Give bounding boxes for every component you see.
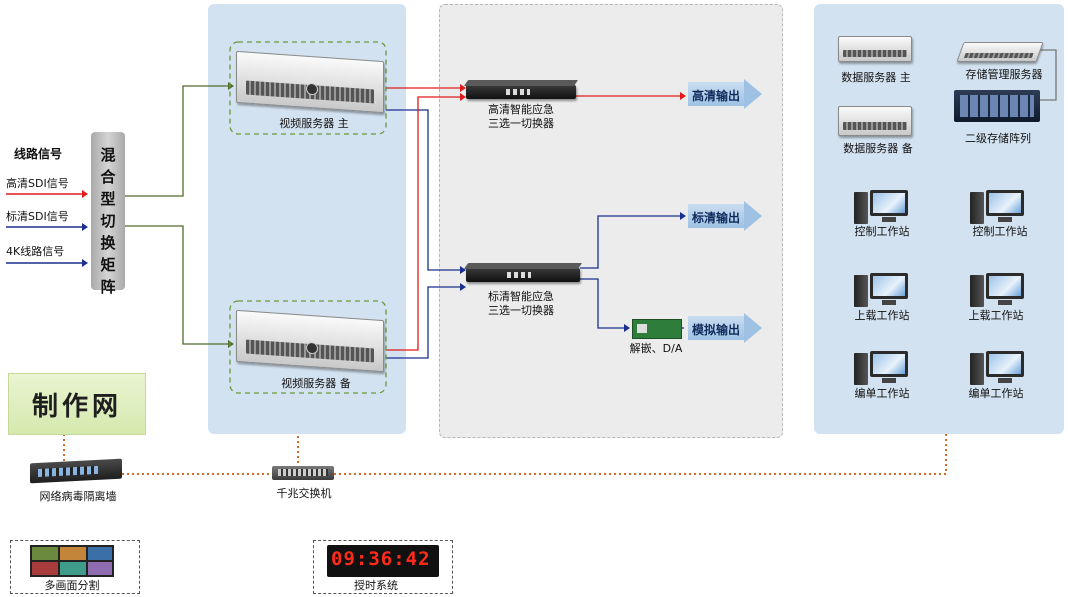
analog-output-arrow: 模拟输出 <box>688 313 762 343</box>
data-server-main-label: 数据服务器 主 <box>841 71 911 84</box>
backup-sd-line <box>386 286 460 359</box>
upload-workstation-1-label: 上载工作站 <box>854 309 910 322</box>
storage-connector <box>1040 49 1057 101</box>
control-workstation-1-label: 控制工作站 <box>854 225 910 238</box>
clock-box <box>313 540 453 594</box>
sd-switcher[interactable] <box>466 268 580 282</box>
backup-hd-line <box>386 96 460 351</box>
video-server-backup[interactable] <box>236 309 384 373</box>
clock-system-label: 授时系统 <box>354 579 398 592</box>
hybrid-matrix[interactable]: 混合型切换矩阵 <box>91 132 125 296</box>
sd-switcher-label-2: 三选一切换器 <box>488 304 554 317</box>
upload-workstation-1[interactable] <box>854 273 910 309</box>
da-converter[interactable] <box>632 319 682 339</box>
upload-workstation-2[interactable] <box>970 273 1026 309</box>
4k-signal-label: 4K线路信号 <box>6 245 65 258</box>
main-sd-line <box>386 109 460 271</box>
edit-workstation-1[interactable] <box>854 351 910 387</box>
da-label: 解嵌、D/A <box>629 342 683 355</box>
hd-output-arrow: 高清输出 <box>688 79 762 109</box>
storage-array-label: 二级存储阵列 <box>965 132 1031 145</box>
edit-workstation-2[interactable] <box>970 351 1026 387</box>
data-server-backup-label: 数据服务器 备 <box>843 142 913 155</box>
data-server-backup[interactable] <box>838 106 912 136</box>
da-line <box>580 278 624 329</box>
gigabit-switch-label: 千兆交换机 <box>276 487 332 500</box>
gigabit-switch[interactable] <box>272 466 334 480</box>
clock-display[interactable]: 09:36:42 <box>327 545 439 577</box>
hd-output-label: 高清输出 <box>692 89 741 103</box>
network-line-right <box>334 434 947 475</box>
multiview-screen[interactable] <box>30 545 114 577</box>
production-network-box[interactable]: 制作网 <box>8 373 146 435</box>
control-workstation-2-label: 控制工作站 <box>972 225 1028 238</box>
video-server-main-label: 视频服务器 主 <box>279 117 349 130</box>
control-workstation-2[interactable] <box>970 190 1026 226</box>
data-server-main[interactable] <box>838 36 912 62</box>
sd-switcher-label-1: 标清智能应急 <box>488 290 554 303</box>
storage-array[interactable] <box>954 90 1040 122</box>
matrix-label: 混合型切换矩阵 <box>100 146 116 296</box>
matrix-to-main-line <box>125 85 228 197</box>
video-server-backup-label: 视频服务器 备 <box>281 377 351 390</box>
hd-switcher-label-1: 高清智能应急 <box>488 103 554 116</box>
backup-server-frame <box>229 300 387 394</box>
upload-workstation-2-label: 上载工作站 <box>968 309 1024 322</box>
multiview-label: 多画面分割 <box>44 579 100 592</box>
control-workstation-1[interactable] <box>854 190 910 226</box>
main-server-frame <box>229 41 387 135</box>
sd-output-arrow: 标清输出 <box>688 201 762 231</box>
hd-signal-label: 高清SDI信号 <box>6 177 69 190</box>
matrix-to-backup-line <box>125 225 228 345</box>
signals-title: 线路信号 <box>14 147 63 161</box>
storage-mgmt-label: 存储管理服务器 <box>965 68 1043 81</box>
firewall-label: 网络病毒隔离墙 <box>39 490 117 503</box>
clock-digits: 09:36:42 <box>331 548 431 570</box>
sd-signal-label: 标清SDI信号 <box>6 210 69 223</box>
production-network-label: 制作网 <box>31 392 122 422</box>
analog-output-label: 模拟输出 <box>692 323 741 337</box>
sd-output-label: 标清输出 <box>692 211 741 225</box>
storage-mgmt-server[interactable] <box>956 42 1044 62</box>
sd-output-line <box>580 215 680 269</box>
edit-workstation-2-label: 编单工作站 <box>968 387 1024 400</box>
hd-switcher[interactable] <box>466 85 576 99</box>
hd-switcher-label-2: 三选一切换器 <box>488 117 554 130</box>
multiview-box <box>10 540 140 594</box>
video-server-main[interactable] <box>236 50 384 114</box>
edit-workstation-1-label: 编单工作站 <box>854 387 910 400</box>
